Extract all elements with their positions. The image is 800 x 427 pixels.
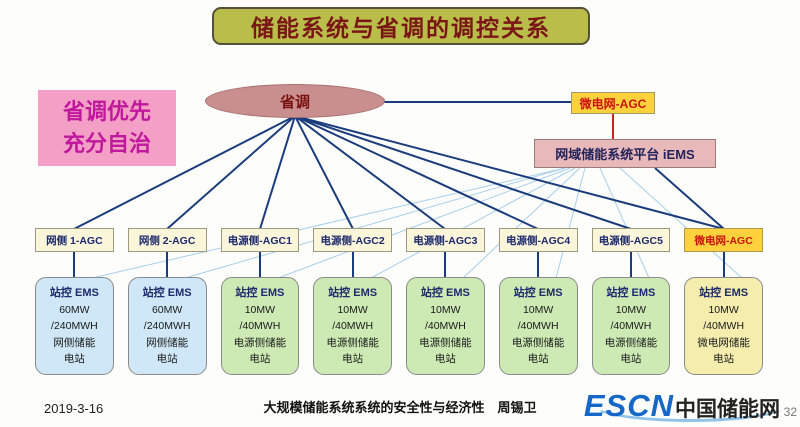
ems-node-line: 电源侧储能 (604, 336, 658, 349)
ems-node-line: 10MW (337, 304, 368, 317)
ems-node-line: 电源侧储能 (326, 336, 379, 349)
agc-node-7: 电源侧-AGC5 (591, 228, 671, 252)
ems-node-7: 站控 EMS 10MW/40MWH 电源侧储能电站 (591, 277, 671, 376)
ems-node-line: /40MWH (332, 320, 374, 333)
root-node-shengdiao: 省调 (205, 84, 385, 118)
agc-node-3: 电源侧-AGC1 (220, 228, 300, 252)
ems-node-line: 电站 (63, 352, 85, 365)
ems-node-title: 站控 EMS (606, 287, 656, 299)
ems-node-line: 网侧储能 (146, 336, 189, 349)
agc-node-5: 电源侧-AGC3 (406, 228, 485, 252)
ems-node-line: /40MWH (703, 320, 745, 333)
agc-node-4: 电源侧-AGC2 (313, 228, 392, 252)
side-note-line2: 充分自治 (62, 131, 151, 156)
ems-node-line: /40MWH (424, 320, 466, 333)
ems-node-line: 电源侧储能 (511, 336, 565, 349)
ems-node-line: 10MW (615, 304, 647, 317)
agc-node-1: 网侧 1-AGC (35, 228, 114, 252)
slide-title: 储能系统与省调的调控关系 (212, 7, 590, 45)
ems-node-title: 站控 EMS (142, 287, 192, 299)
ems-node-title: 站控 EMS (420, 287, 470, 299)
ems-node-line: 电站 (713, 352, 735, 365)
ems-node-line: 电站 (434, 352, 456, 365)
ems-node-line: /40MWH (239, 320, 281, 333)
ems-node-line: 网侧储能 (53, 336, 96, 349)
agc-node-6: 电源侧-AGC4 (498, 228, 578, 252)
top-microgrid-agc-node: 微电网-AGC (571, 92, 655, 114)
ems-node-line: 电源侧储能 (233, 336, 287, 349)
ems-node-line: 10MW (244, 304, 276, 317)
ems-node-line: 10MW (430, 304, 461, 317)
ems-node-line: 微电网储能 (697, 336, 750, 349)
ems-node-title: 站控 EMS (235, 287, 285, 299)
logo-cn-text: 中国储能网 (675, 398, 780, 421)
ems-node-line: 电站 (620, 352, 642, 365)
ems-row: 站控 EMS 60MW/240MWH 网侧储能电站 站控 EMS 60MW/240MWH… (35, 277, 763, 376)
ems-node-line: 10MW (522, 304, 554, 317)
ems-node-line: /40MWH (517, 320, 559, 333)
ems-node-line: /240MWH (143, 320, 191, 333)
agc-row: 网侧 1-AGC 网侧 2-AGC 电源侧-AGC1 电源侧-AGC2 电源侧-AGC3… (35, 228, 763, 252)
side-note-line1: 省调优先 (62, 99, 151, 125)
escn-logo: ESCN 中国储能网 (584, 388, 780, 424)
ems-node-line: 10MW (708, 304, 739, 317)
ems-node-line: 电站 (156, 352, 178, 365)
ems-node-title: 站控 EMS (513, 287, 563, 299)
side-note: 省调优先 充分自治 (38, 90, 176, 166)
ems-node-1: 站控 EMS 60MW/240MWH 网侧储能电站 (35, 277, 114, 376)
ems-node-line: 60MW (59, 304, 90, 317)
footer-date: 2019-3-16 (44, 401, 104, 416)
ems-node-line: /40MWH (610, 320, 652, 333)
logo-swoosh-icon (590, 386, 790, 422)
ems-node-3: 站控 EMS 10MW/40MWH 电源侧储能电站 (220, 277, 300, 376)
ems-node-line: 电站 (342, 352, 364, 365)
ems-node-2: 站控 EMS 60MW/240MWH 网侧储能电站 (127, 277, 207, 376)
ems-node-title: 站控 EMS (699, 287, 749, 299)
ems-node-line: 电站 (249, 352, 271, 365)
iems-platform-node: 网域储能系统平台 iEMS (534, 139, 716, 168)
ems-node-title: 站控 EMS (49, 287, 99, 299)
ems-node-line: /240MWH (51, 320, 98, 333)
footer-caption: 大规模储能系统系统的安全性与经济性 周锡卫 (263, 400, 537, 415)
ems-node-4: 站控 EMS 10MW/40MWH 电源侧储能电站 (313, 277, 392, 376)
page-number: 32 (783, 405, 797, 419)
ems-node-line: 电站 (527, 352, 549, 365)
agc-node-8: 微电网-AGC (684, 228, 763, 252)
logo-escn-text: ESCN (583, 388, 674, 423)
ems-node-line: 60MW (151, 304, 183, 317)
ems-node-title: 站控 EMS (328, 287, 378, 299)
ems-node-5: 站控 EMS 10MW/40MWH 电源侧储能电站 (406, 277, 485, 376)
ems-node-line: 电源侧储能 (419, 336, 472, 349)
ems-node-6: 站控 EMS 10MW/40MWH 电源侧储能电站 (498, 277, 578, 376)
ems-node-8: 站控 EMS 10MW/40MWH 微电网储能电站 (684, 277, 763, 376)
agc-node-2: 网侧 2-AGC (127, 228, 207, 252)
